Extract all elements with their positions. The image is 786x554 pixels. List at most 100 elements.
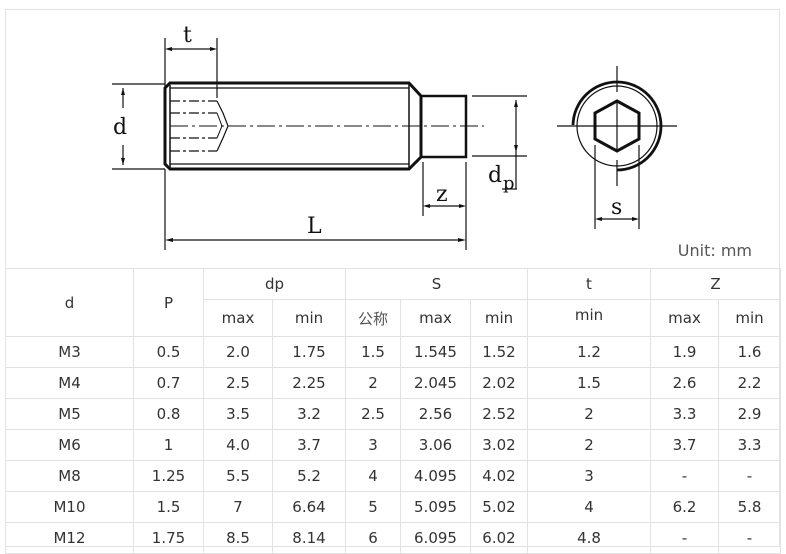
cell-s-max: 1.545 [400,336,471,368]
cell-s-max: 5.095 [400,491,471,523]
cell-dp-min: 3.7 [272,429,346,461]
label-L: L [307,214,322,239]
label-d: d [113,115,127,140]
cell-s-max: 6.095 [400,522,471,554]
socket-hidden-lines [170,100,217,152]
label-dp-subscript: p [503,173,515,194]
cell-s-nominal: 5 [345,491,401,523]
cell-d: M12 [5,522,134,554]
cell-t-min: 2 [527,429,651,461]
header-z-min: min [718,299,781,337]
cell-t-min: 2 [527,398,651,430]
arrowheads [121,47,639,242]
cell-dp-min: 3.2 [272,398,346,430]
header-z-max: max [650,299,719,337]
cell-dp-max: 3.5 [203,398,273,430]
cell-s-min: 3.02 [470,429,528,461]
z-dimension [422,162,462,216]
cell-z-min: 3.3 [718,429,781,461]
cell-P: 1.25 [133,460,204,492]
cell-dp-min: 5.2 [272,460,346,492]
cell-P: 1.5 [133,491,204,523]
cell-dp-max: 2.5 [203,367,273,399]
cell-s-nominal: 3 [345,429,401,461]
cell-d: M6 [5,429,134,461]
header-row-2: max min 公称 max min min max min [6,299,781,337]
cell-d: M10 [5,491,134,523]
table-row: M3 0.5 2.0 1.75 1.5 1.545 1.52 1.2 1.9 1… [5,336,781,368]
header-P: P [133,268,204,337]
cell-z-max: 6.2 [650,491,719,523]
header-S: S [345,268,528,300]
cell-P: 1 [133,429,204,461]
header-row-1: d P dp S t Z [5,268,781,337]
cell-dp-min: 6.64 [272,491,346,523]
table-row: M10 1.5 7 6.64 5 5.095 5.02 4 6.2 5.8 [5,491,781,523]
cell-dp-min: 8.14 [272,522,346,554]
cell-z-min: - [718,522,781,554]
cell-s-min: 5.02 [470,491,528,523]
unit-label: Unit: mm [677,241,752,260]
cell-z-max: 3.3 [650,398,719,430]
cell-dp-max: 5.5 [203,460,273,492]
cell-P: 0.8 [133,398,204,430]
cell-s-max: 2.56 [400,398,471,430]
cell-P: 1.75 [133,522,204,554]
cell-z-max: 2.6 [650,367,719,399]
dp-dimension [472,95,527,190]
cell-s-min: 4.02 [470,460,528,492]
cell-dp-min: 1.75 [272,336,346,368]
cell-s-nominal: 4 [345,460,401,492]
cell-s-min: 2.02 [470,367,528,399]
cell-t-min: 1.2 [527,336,651,368]
cell-s-min: 1.52 [470,336,528,368]
screw-body [163,81,468,171]
cell-t-min: 1.5 [527,367,651,399]
cell-s-max: 4.095 [400,460,471,492]
table-row: M8 1.25 5.5 5.2 4 4.095 4.02 3 - - [5,460,781,492]
table-row: M6 1 4.0 3.7 3 3.06 3.02 2 3.7 3.3 [5,429,781,461]
cell-P: 0.5 [133,336,204,368]
cell-d: M4 [5,367,134,399]
cell-z-max: 1.9 [650,336,719,368]
cell-z-max: 3.7 [650,429,719,461]
cell-dp-max: 7 [203,491,273,523]
cell-d: M5 [5,398,134,430]
label-t: t [183,23,192,48]
cell-dp-min: 2.25 [272,367,346,399]
label-z: z [436,182,448,207]
cell-t-min: 3 [527,460,651,492]
table-row: M4 0.7 2.5 2.25 2 2.045 2.02 1.5 2.6 2.2 [5,367,781,399]
header-s-nominal: 公称 [345,299,401,337]
cell-P: 0.7 [133,367,204,399]
cell-s-nominal: 2.5 [345,398,401,430]
cell-dp-max: 8.5 [203,522,273,554]
cell-z-min: - [718,460,781,492]
set-screw-drawing: t d L z d p s [112,23,677,250]
cell-dp-max: 2.0 [203,336,273,368]
cell-d: M3 [5,336,134,368]
cell-d: M8 [5,460,134,492]
cell-s-nominal: 2 [345,367,401,399]
cell-z-min: 5.8 [718,491,781,523]
label-s: s [611,195,622,220]
cell-z-min: 1.6 [718,336,781,368]
cell-s-max: 2.045 [400,367,471,399]
table-row: M5 0.8 3.5 3.2 2.5 2.56 2.52 2 3.3 2.9 [5,398,781,430]
cell-dp-max: 4.0 [203,429,273,461]
cell-s-nominal: 1.5 [345,336,401,368]
header-t: t [527,268,651,300]
cell-t-min: 4.8 [527,522,651,554]
cell-z-max: - [650,522,719,554]
dimension-table: d P dp S t Z max min 公称 max min min max … [5,268,781,554]
cell-s-max: 3.06 [400,429,471,461]
header-d: d [5,268,134,337]
header-s-max: max [400,299,471,337]
t-dimension [164,38,218,98]
end-view [557,66,677,229]
cell-s-min: 6.02 [470,522,528,554]
cell-z-min: 2.9 [718,398,781,430]
header-dp: dp [203,268,346,300]
table-row: M12 1.75 8.5 8.14 6 6.095 6.02 4.8 - - [5,522,781,554]
header-dp-max: max [203,299,273,337]
